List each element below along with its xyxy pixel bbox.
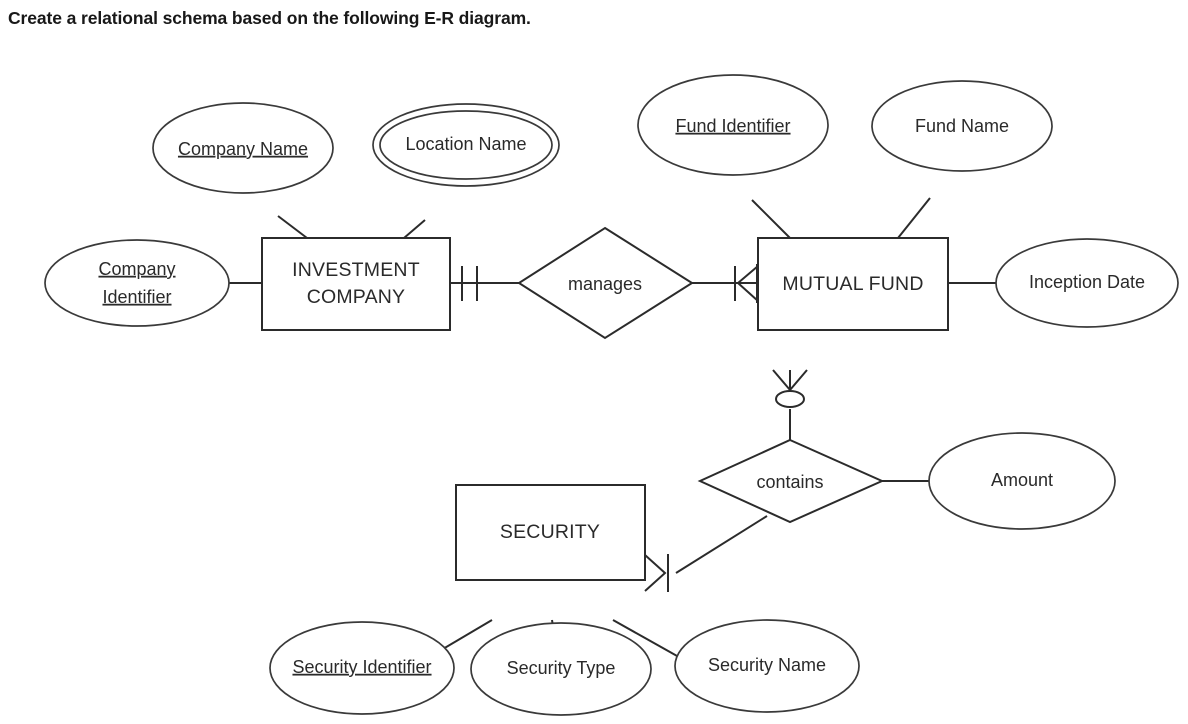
attribute-company-identifier[interactable]: Company Identifier bbox=[44, 239, 230, 327]
relationship-diamond[interactable] bbox=[697, 438, 885, 524]
attribute-ellipse[interactable] bbox=[44, 239, 230, 327]
cardinality-manages-fund-one-or-many bbox=[734, 264, 759, 303]
edge-fund-name bbox=[897, 197, 931, 239]
relationship-manages[interactable]: manages bbox=[517, 226, 694, 340]
edge-fund-identifier bbox=[751, 199, 791, 239]
entity-security[interactable]: SECURITY bbox=[455, 484, 646, 581]
attribute-label: Location Name bbox=[405, 134, 526, 154]
attribute-amount[interactable]: Amount bbox=[928, 432, 1116, 530]
attribute-label: Amount bbox=[991, 470, 1053, 490]
attribute-security-type[interactable]: Security Type bbox=[470, 622, 652, 716]
attribute-security-identifier[interactable]: Security Identifier bbox=[269, 621, 455, 715]
attribute-label: Security Type bbox=[507, 658, 616, 678]
attribute-ellipse[interactable] bbox=[152, 102, 334, 194]
attribute-fund-identifier[interactable]: Fund Identifier bbox=[637, 74, 829, 176]
edge-company-name bbox=[277, 215, 308, 239]
attribute-label-line1: Company bbox=[98, 259, 175, 279]
attribute-company-name[interactable]: Company Name bbox=[152, 102, 334, 194]
relationship-label: contains bbox=[756, 472, 823, 492]
edge-contains-security bbox=[675, 515, 768, 574]
attribute-ellipse[interactable] bbox=[871, 80, 1053, 172]
attribute-label: Company Name bbox=[178, 139, 308, 159]
attribute-fund-name[interactable]: Fund Name bbox=[871, 80, 1053, 172]
attribute-label: Security Name bbox=[708, 655, 826, 675]
attribute-label: Inception Date bbox=[1029, 272, 1145, 292]
attribute-ellipse[interactable] bbox=[637, 74, 829, 176]
entity-label-line1: INVESTMENT bbox=[292, 259, 420, 281]
relationship-contains[interactable]: contains bbox=[697, 438, 885, 524]
attribute-security-name[interactable]: Security Name bbox=[674, 619, 860, 713]
er-diagram-canvas: INVESTMENT COMPANY MUTUAL FUND SECURITY … bbox=[44, 74, 1179, 716]
relationship-label: manages bbox=[568, 274, 642, 294]
attribute-ellipse-outer[interactable] bbox=[372, 103, 560, 187]
entity-box[interactable] bbox=[455, 484, 646, 581]
attribute-ellipse[interactable] bbox=[928, 432, 1116, 530]
cardinality-contains-fund-zero-or-many bbox=[772, 369, 808, 408]
attribute-ellipse[interactable] bbox=[995, 238, 1179, 328]
edge-location-name bbox=[403, 219, 426, 239]
entity-label-line1: MUTUAL FUND bbox=[782, 273, 923, 295]
attribute-location-name[interactable]: Location Name bbox=[372, 103, 560, 187]
attribute-label: Fund Name bbox=[915, 116, 1009, 136]
attribute-ellipse[interactable] bbox=[470, 622, 652, 716]
attribute-ellipse[interactable] bbox=[269, 621, 455, 715]
relationship-diamond[interactable] bbox=[517, 226, 694, 340]
attribute-inception-date[interactable]: Inception Date bbox=[995, 238, 1179, 328]
attribute-label: Fund Identifier bbox=[675, 116, 790, 136]
entity-label-line1: SECURITY bbox=[500, 521, 600, 543]
page-title: Create a relational schema based on the … bbox=[8, 8, 531, 28]
attribute-ellipse-inner bbox=[379, 110, 553, 180]
entity-label-line2: COMPANY bbox=[307, 286, 406, 308]
entity-box[interactable] bbox=[261, 237, 451, 331]
optional-marker-circle bbox=[775, 390, 805, 408]
attribute-label: Security Identifier bbox=[292, 657, 431, 677]
cardinality-manages-company-exactly-one bbox=[461, 266, 478, 301]
entity-mutual-fund[interactable]: MUTUAL FUND bbox=[757, 237, 949, 331]
attribute-ellipse[interactable] bbox=[674, 619, 860, 713]
attribute-label-line2: Identifier bbox=[102, 287, 171, 307]
cardinality-contains-security-one-or-many bbox=[644, 554, 669, 592]
entity-investment-company[interactable]: INVESTMENT COMPANY bbox=[261, 237, 451, 331]
